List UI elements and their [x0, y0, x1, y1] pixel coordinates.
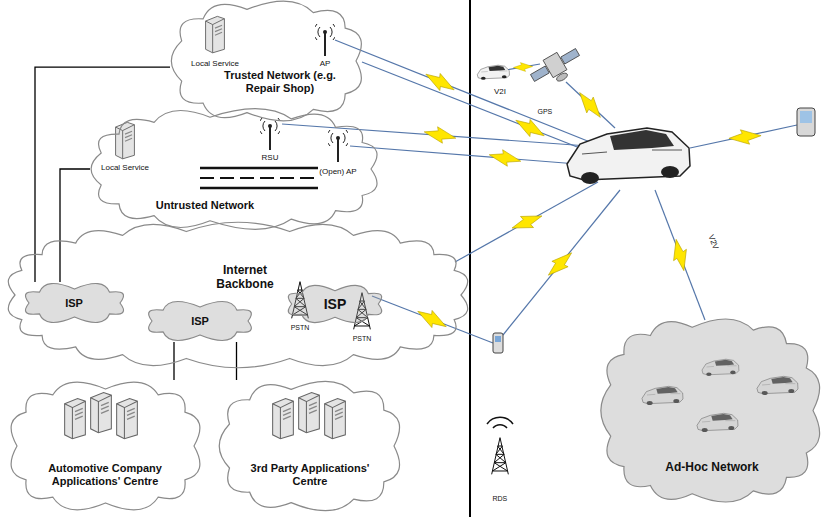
network-link: [173, 342, 174, 380]
cloud-outline: [149, 302, 252, 341]
cloud-outline: [25, 284, 123, 323]
lightning-bolt: [513, 61, 534, 74]
network-cloud: Local Service APTrusted Network (e.g. Rep…: [170, 0, 365, 122]
server-icon: [116, 122, 135, 158]
server-icon: [91, 393, 112, 433]
app-centre-cloud: 3rd Party Applications' Centre: [218, 380, 403, 512]
wireless-link: [362, 62, 600, 156]
server-icon: [325, 399, 346, 439]
cloud-outline: [600, 318, 822, 503]
wireless-link: [335, 40, 605, 148]
lightning-bolt: [573, 88, 607, 122]
app-centre-cloud: Automotive Company Applications' Centre: [8, 380, 203, 512]
cloud-outline: [218, 380, 403, 512]
cloud-outline: [91, 109, 377, 230]
cloud-outline: [219, 381, 399, 510]
lightning-bolt: [488, 149, 521, 167]
antenna-icon: [327, 130, 350, 162]
lightning-bolt: [509, 207, 545, 237]
car-icon: [567, 128, 690, 184]
pda-screen: [800, 111, 812, 123]
link-label: V2V: [705, 233, 719, 250]
link-label: V2I: [494, 88, 506, 97]
cloud-title: Trusted Network (e.g. Repair Shop): [224, 69, 336, 94]
icon-label: AP: [313, 59, 337, 68]
cloud-outline: [8, 380, 203, 512]
cloud-title: ISP: [315, 296, 355, 312]
network-link: [60, 169, 90, 282]
lightning-bolt: [667, 237, 693, 273]
cloud-outline: [11, 382, 200, 510]
solar-panel: [530, 66, 549, 81]
server-icon: [206, 16, 225, 52]
wireless-link: [350, 146, 590, 165]
phone-screen: [495, 336, 501, 342]
road-edge: [200, 167, 318, 170]
wireless-link: [455, 182, 598, 262]
device-label: RDS: [493, 495, 508, 503]
network-cloud: Local Service RSU (Open) AP Untrusted Netwo…: [90, 108, 380, 230]
icon-label: Local Service: [95, 163, 155, 172]
lightning-bolt: [728, 126, 763, 148]
antenna-icon: [314, 24, 337, 56]
car-icon: [477, 65, 509, 80]
antenna-icon: [259, 118, 282, 150]
cloud-title: Untrusted Network: [130, 199, 280, 212]
isp-cloud: ISP: [145, 300, 255, 342]
server-icon: [299, 393, 320, 433]
lightning-bolt: [423, 126, 456, 144]
cloud-title: Ad-Hoc Network: [637, 461, 787, 475]
network-link: [35, 67, 170, 282]
adhoc-cloud: Ad-Hoc Network: [600, 318, 822, 503]
cloud-outline: [288, 285, 381, 322]
server-icon: [65, 399, 86, 439]
cloud-outline: [8, 222, 467, 368]
wireless-link: [566, 82, 615, 128]
pda-icon: [797, 108, 815, 136]
lightning-bolt: [512, 115, 548, 142]
device-label: GPS: [538, 108, 553, 116]
cloud-title: Automotive Company Applications' Centre: [30, 462, 180, 487]
cloud-outline: [601, 319, 820, 502]
isp-cloud: ISP: [285, 284, 385, 324]
wireless-link: [655, 190, 705, 320]
cloud-title: ISP: [54, 297, 94, 310]
wireless-link: [503, 190, 620, 335]
wireless-link: [372, 296, 493, 343]
backbone-cloud: Internet BackbonePSTN PSTN ISP ISP ISP: [6, 222, 470, 368]
solar-panel: [561, 49, 580, 64]
icon-label: RSU: [255, 153, 285, 162]
divider-line: [469, 0, 471, 517]
isp-cloud: ISP: [22, 282, 127, 324]
icon-label: PSTN: [285, 324, 315, 332]
road-edge: [200, 187, 318, 190]
road-icon: [200, 168, 318, 188]
icon-label: (Open) AP: [313, 167, 363, 176]
server-icon: [273, 399, 294, 439]
cloud-title: Internet Backbone: [209, 264, 281, 292]
rds-tower: [492, 438, 509, 475]
icon-label: PSTN: [347, 335, 377, 343]
icon-label: Local Service: [185, 59, 245, 68]
wireless-link: [690, 125, 797, 148]
server-icon: [117, 399, 138, 439]
cloud-outline: [171, 1, 361, 121]
lightning-bolt: [414, 306, 450, 332]
cloud-title: 3rd Party Applications' Centre: [248, 462, 373, 487]
road-marking: [200, 177, 318, 179]
lightning-bolt: [422, 69, 458, 96]
phone-icon: [493, 333, 503, 353]
satellite-dish: [555, 72, 568, 83]
lightning-bolt: [544, 247, 577, 282]
cloud-title: ISP: [180, 315, 220, 328]
rds-wave: [487, 417, 513, 428]
gps-satellite: [527, 43, 586, 92]
network-link: [236, 342, 237, 380]
